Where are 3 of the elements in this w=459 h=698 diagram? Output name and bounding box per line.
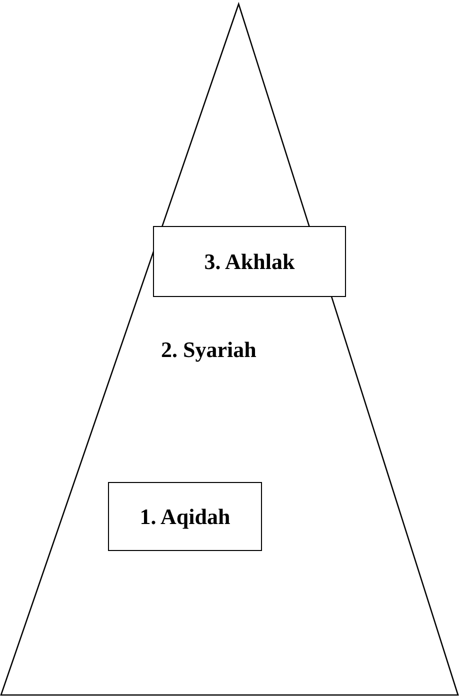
pyramid-triangle [1, 4, 458, 695]
level-label: 2. Syariah [161, 337, 256, 363]
level-box: 1. Aqidah [108, 482, 262, 551]
